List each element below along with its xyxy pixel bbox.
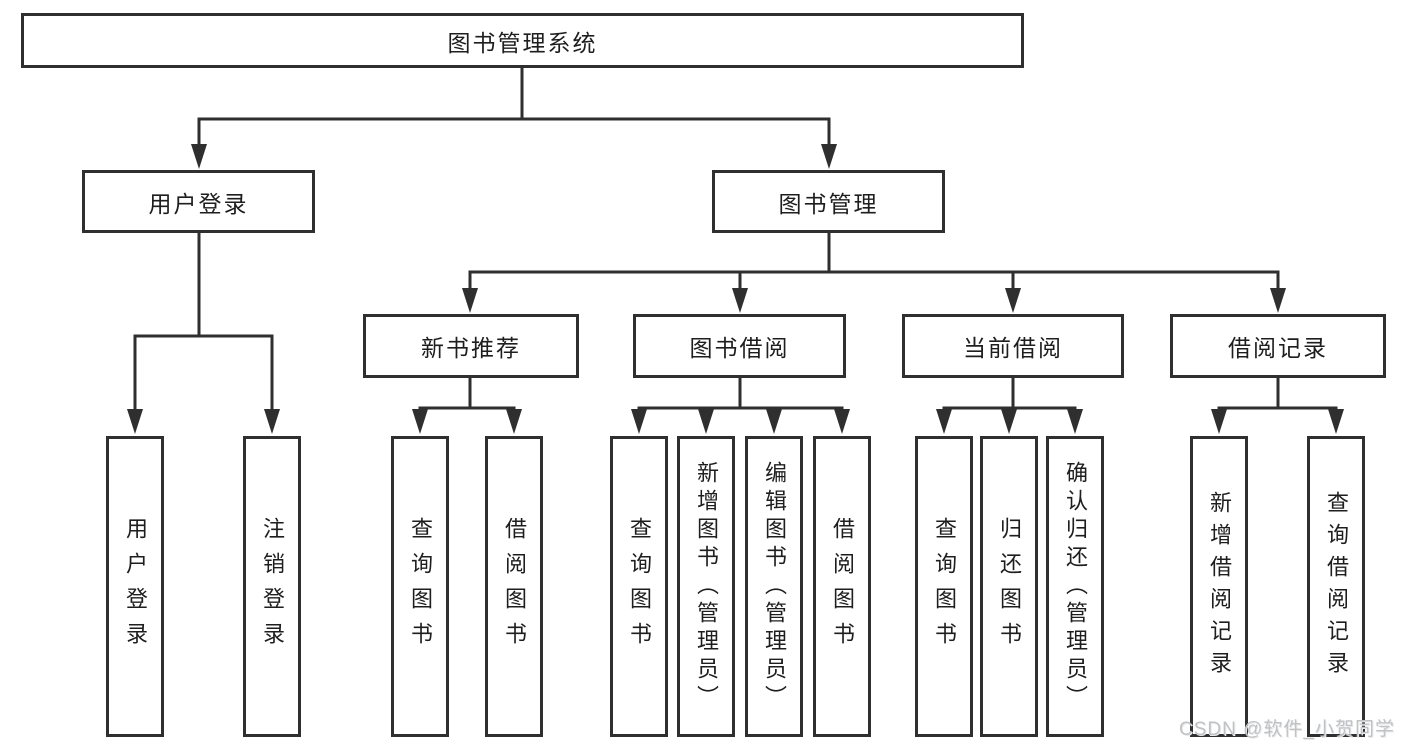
leaf-cb-query-books: 查询图书: [915, 436, 973, 737]
leaf-bb-borrow-books-label: 借阅图书: [830, 516, 855, 657]
leaf-br-add-record: 新增借阅记录: [1190, 436, 1248, 737]
leaf-bb-add-books-label: 新增图书（管理员）: [694, 460, 719, 713]
leaf-br-query-record-label: 查询借阅记录: [1324, 490, 1349, 683]
node-user-login-label: 用户登录: [148, 190, 249, 217]
node-new-book-recommend: 新书推荐: [363, 314, 579, 378]
leaf-bb-query-books: 查询图书: [610, 436, 668, 737]
leaf-cb-return-books-label: 归还图书: [997, 516, 1022, 657]
leaf-bb-add-books: 新增图书（管理员）: [677, 436, 735, 737]
node-user-login: 用户登录: [82, 170, 315, 233]
node-book-management: 图书管理: [712, 170, 945, 233]
leaf-user-login-label: 用户登录: [123, 516, 148, 657]
node-current-borrow: 当前借阅: [902, 314, 1124, 378]
leaf-nb-borrow-books: 借阅图书: [485, 436, 543, 737]
node-book-borrow-label: 图书借阅: [689, 335, 790, 361]
node-book-management-label: 图书管理: [778, 190, 879, 217]
node-root-label: 图书管理系统: [447, 29, 598, 56]
leaf-bb-edit-books: 编辑图书（管理员）: [745, 436, 803, 737]
leaf-logout-label: 注销登录: [260, 516, 285, 657]
leaf-nb-borrow-books-label: 借阅图书: [502, 516, 527, 657]
leaf-cb-confirm-return-label: 确认归还（管理员）: [1063, 460, 1088, 713]
arrowheads: [127, 144, 1344, 434]
leaf-cb-return-books: 归还图书: [980, 436, 1038, 737]
leaf-cb-confirm-return: 确认归还（管理员）: [1046, 436, 1104, 737]
leaf-bb-query-books-label: 查询图书: [627, 516, 652, 657]
leaf-br-query-record: 查询借阅记录: [1307, 436, 1365, 737]
node-borrow-records: 借阅记录: [1170, 314, 1386, 378]
leaf-br-add-record-label: 新增借阅记录: [1207, 490, 1232, 683]
leaf-nb-query-books: 查询图书: [391, 436, 449, 737]
node-borrow-records-label: 借阅记录: [1228, 335, 1328, 361]
node-current-borrow-label: 当前借阅: [963, 335, 1063, 361]
node-new-book-recommend-label: 新书推荐: [421, 335, 521, 361]
leaf-nb-query-books-label: 查询图书: [408, 516, 433, 657]
leaf-user-login: 用户登录: [106, 436, 164, 737]
leaf-bb-borrow-books: 借阅图书: [813, 436, 871, 737]
leaf-cb-query-books-label: 查询图书: [932, 516, 957, 657]
node-root: 图书管理系统: [21, 13, 1024, 68]
csdn-watermark: CSDN @软件_小贺同学: [1179, 719, 1395, 740]
node-book-borrow: 图书借阅: [633, 314, 846, 378]
leaf-logout: 注销登录: [243, 436, 301, 737]
leaf-bb-edit-books-label: 编辑图书（管理员）: [762, 460, 787, 713]
